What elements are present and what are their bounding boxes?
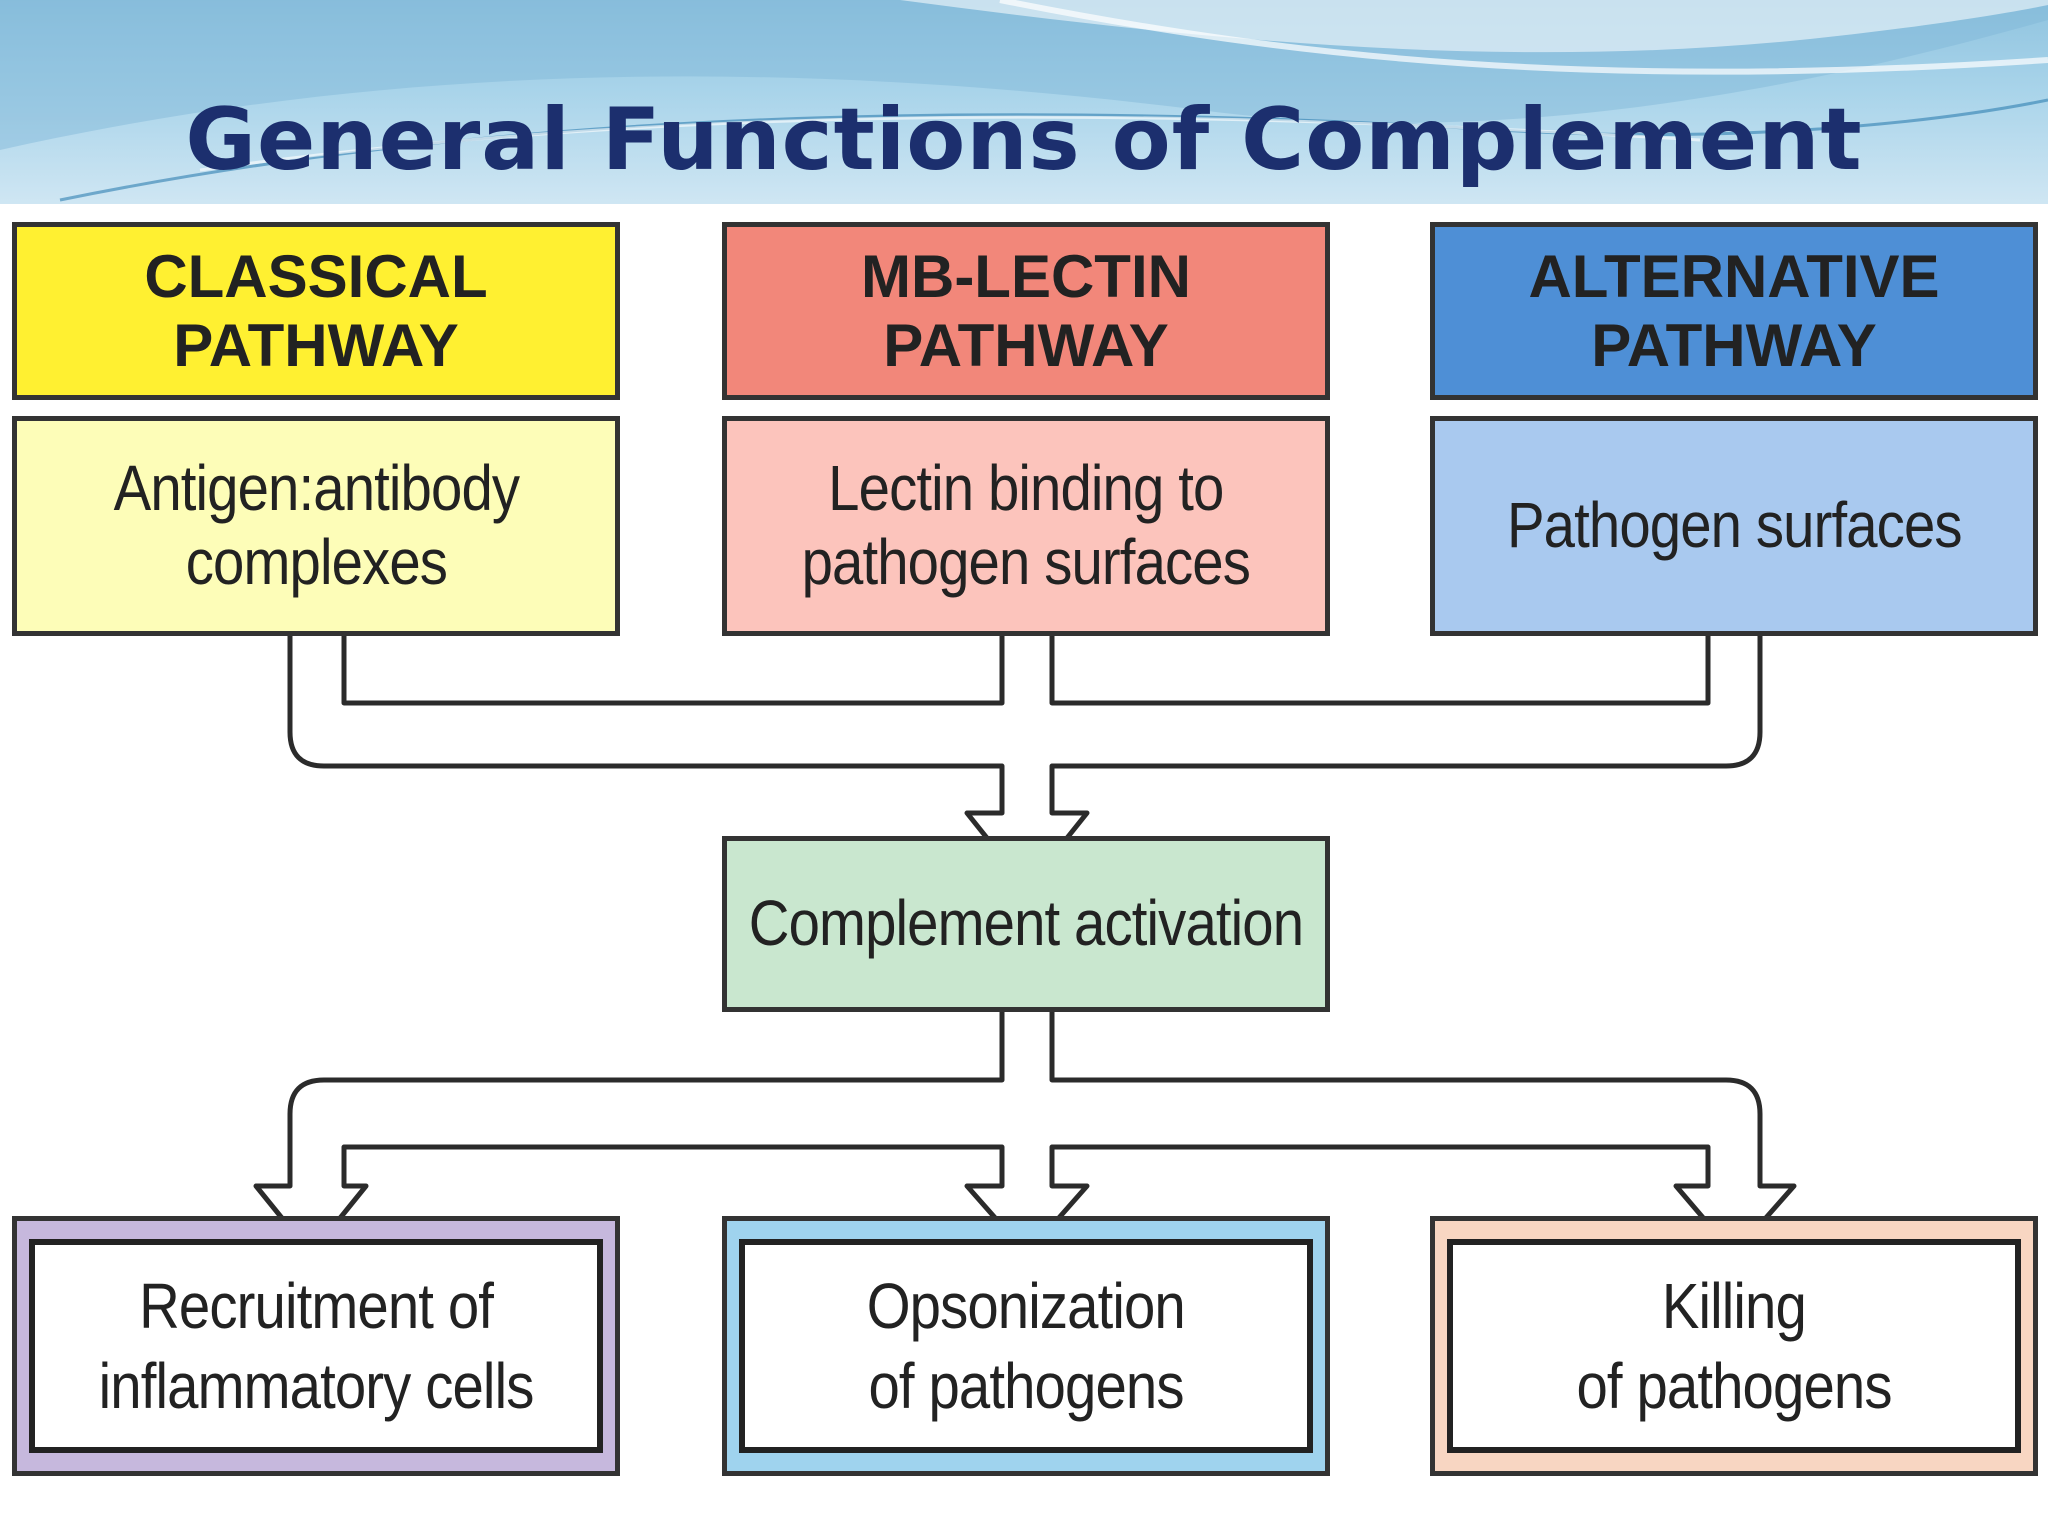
killing-outcome-box: Killing of pathogens [1447,1239,2021,1453]
slide-title: General Functions of Complement [185,90,1863,190]
recruitment-outcome-box: Recruitment of inflammatory cells [29,1239,603,1453]
opsonization-outcome-frame: Opsonization of pathogens [722,1216,1330,1476]
alternative-pathway-label-line1: ALTERNATIVE [1528,243,1940,310]
mb-lectin-pathway-box: MB-LECTIN PATHWAY [722,222,1330,400]
classical-trigger-box: Antigen:antibody complexes [12,416,620,636]
mb-lectin-pathway-label-line2: PATHWAY [883,312,1169,379]
classical-trigger-line2: complexes [185,526,447,598]
mb-lectin-trigger-line1: Lectin binding to [828,452,1224,525]
mb-lectin-pathway-label-line1: MB-LECTIN [861,243,1191,310]
recruitment-outcome-line1: Recruitment of [139,1270,494,1342]
connector-inner-right [1049,636,1711,706]
opsonization-outcome-line2: of pathogens [868,1350,1184,1422]
classical-pathway-label-line2: PATHWAY [173,312,459,379]
complement-activation-box: Complement activation [722,836,1330,1012]
classical-trigger-line1: Antigen:antibody [113,452,519,525]
recruitment-outcome-line2: inflammatory cells [98,1350,535,1422]
connector-inner-left [341,636,1005,706]
opsonization-outcome-box: Opsonization of pathogens [739,1239,1313,1453]
classical-pathway-box: CLASSICAL PATHWAY [12,222,620,400]
alternative-trigger-box: Pathogen surfaces [1430,416,2038,636]
opsonization-outcome-line1: Opsonization [866,1270,1186,1342]
alternative-pathway-box: ALTERNATIVE PATHWAY [1430,222,2038,400]
alternative-pathway-label-line2: PATHWAY [1591,312,1877,379]
killing-outcome-line2: of pathogens [1576,1350,1892,1422]
recruitment-outcome-frame: Recruitment of inflammatory cells [12,1216,620,1476]
mb-lectin-trigger-box: Lectin binding to pathogen surfaces [722,416,1330,636]
killing-outcome-line1: Killing [1661,1270,1807,1342]
complement-activation-label: Complement activation [748,887,1304,960]
slide-header: General Functions of Complement [0,0,2048,204]
header-wave-decoration [0,0,2048,202]
killing-outcome-frame: Killing of pathogens [1430,1216,2038,1476]
classical-pathway-label-line1: CLASSICAL [144,243,488,310]
alternative-trigger-line1: Pathogen surfaces [1506,489,1963,562]
mb-lectin-trigger-line2: pathogen surfaces [801,526,1251,598]
